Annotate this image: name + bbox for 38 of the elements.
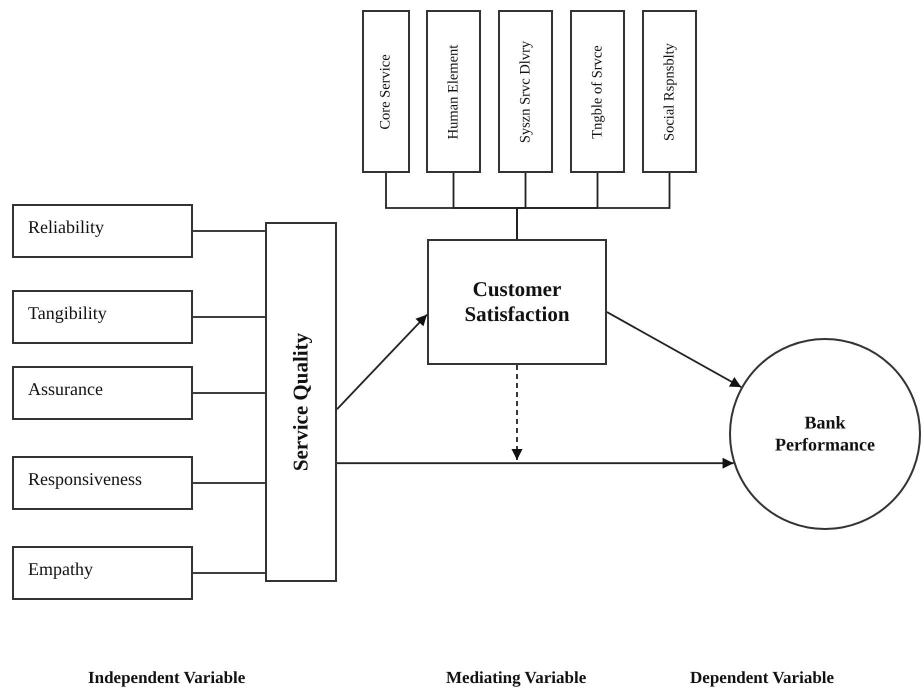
dimension-box <box>362 10 410 173</box>
connector <box>336 314 428 410</box>
connector <box>193 316 265 318</box>
node-label: Human Element <box>445 44 462 139</box>
node-label: Syszn Srvc Dlvry <box>517 40 534 143</box>
connector <box>606 311 742 388</box>
dimension-box <box>642 10 697 173</box>
node-label: Customer Satisfaction <box>464 276 570 328</box>
node-label: Social Rspnsblty <box>661 42 678 140</box>
dimension-box <box>426 10 481 173</box>
connector <box>512 365 522 460</box>
process-box <box>12 204 193 258</box>
variable-caption: Dependent Variable <box>690 668 834 688</box>
node-label: Reliability <box>28 217 104 238</box>
node-label: Service Quality <box>288 332 314 472</box>
node-label: Core Service <box>378 54 394 130</box>
variable-caption: Mediating Variable <box>446 668 586 688</box>
node-label: Tngble of Srvce <box>589 44 606 138</box>
connector <box>193 482 265 484</box>
node-label: Empathy <box>28 559 93 580</box>
dimension-box <box>570 10 625 173</box>
construct-box <box>265 222 337 582</box>
connector <box>193 572 265 574</box>
node-label: Assurance <box>28 379 103 400</box>
connector <box>516 173 670 239</box>
process-box <box>12 366 193 420</box>
node-label: Tangibility <box>28 303 107 324</box>
connector <box>193 392 265 394</box>
node-label: Responsiveness <box>28 469 142 490</box>
mediator-box <box>427 239 607 365</box>
connector <box>193 230 265 232</box>
process-box <box>12 456 193 510</box>
variable-caption: Independent Variable <box>88 668 246 688</box>
dimension-box <box>498 10 553 173</box>
process-box <box>12 546 193 600</box>
node-label: Bank Performance <box>774 412 876 456</box>
process-box <box>12 290 193 344</box>
connector <box>337 458 734 469</box>
